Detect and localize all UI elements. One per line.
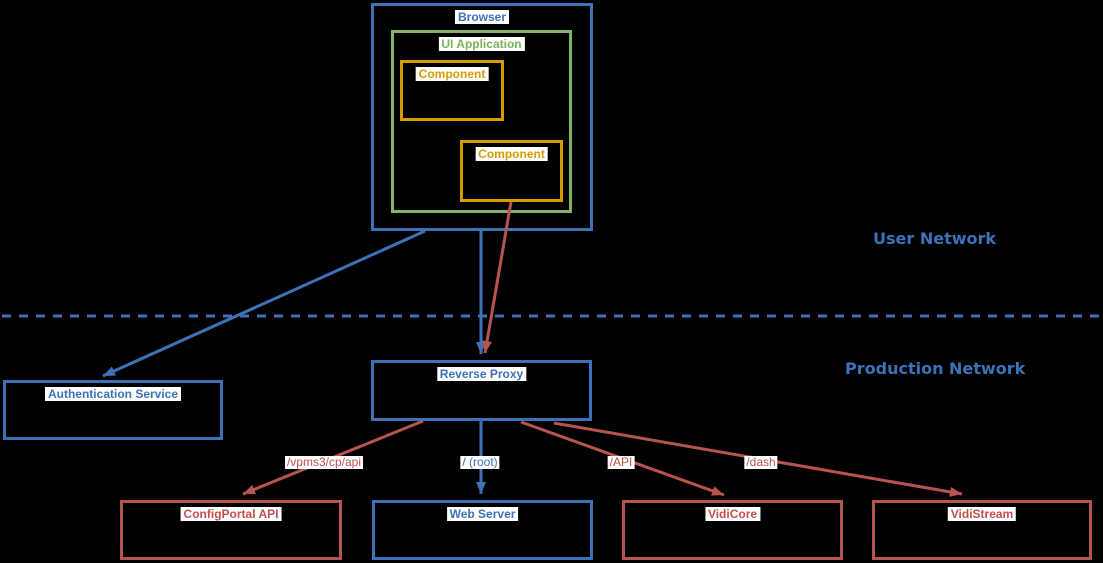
ui-application-node: UI Application (391, 30, 572, 213)
authentication-service-node-label: Authentication Service (44, 387, 182, 401)
configportal-api-node: ConfigPortal API (120, 500, 342, 560)
web-server-node: Web Server (372, 500, 593, 560)
reverse-proxy-node-label: Reverse Proxy (436, 367, 527, 381)
vidistream-node-label: VidiStream (947, 507, 1017, 521)
configportal-api-node-label: ConfigPortal API (180, 507, 282, 521)
edge-label-vidicore-path: /API (607, 455, 635, 469)
authentication-service-node: Authentication Service (3, 380, 223, 440)
browser-node: Browser (371, 3, 593, 231)
edge-label-vidistream-path: /dash (744, 455, 778, 469)
edge-label-webserver-path: / (root) (460, 455, 500, 469)
user-network-zone-label: User Network (873, 229, 997, 248)
web-server-node-label: Web Server (446, 507, 519, 521)
component-node-1: Component (400, 60, 504, 121)
vidicore-node: VidiCore (622, 500, 843, 560)
component-node-1-label: Component (415, 67, 489, 81)
ui-application-node-label: UI Application (438, 37, 525, 51)
component-node-2: Component (460, 140, 563, 202)
vidistream-node: VidiStream (872, 500, 1092, 560)
reverse-proxy-node: Reverse Proxy (371, 360, 592, 421)
edge-label-configportal-path: /vpms3/cp/api (284, 455, 364, 469)
component-node-2-label: Component (475, 147, 548, 161)
edge-browser-to-auth (102, 229, 426, 378)
vidicore-node-label: VidiCore (704, 507, 761, 521)
browser-node-label: Browser (454, 10, 510, 24)
production-network-zone-label: Production Network (845, 359, 1026, 378)
